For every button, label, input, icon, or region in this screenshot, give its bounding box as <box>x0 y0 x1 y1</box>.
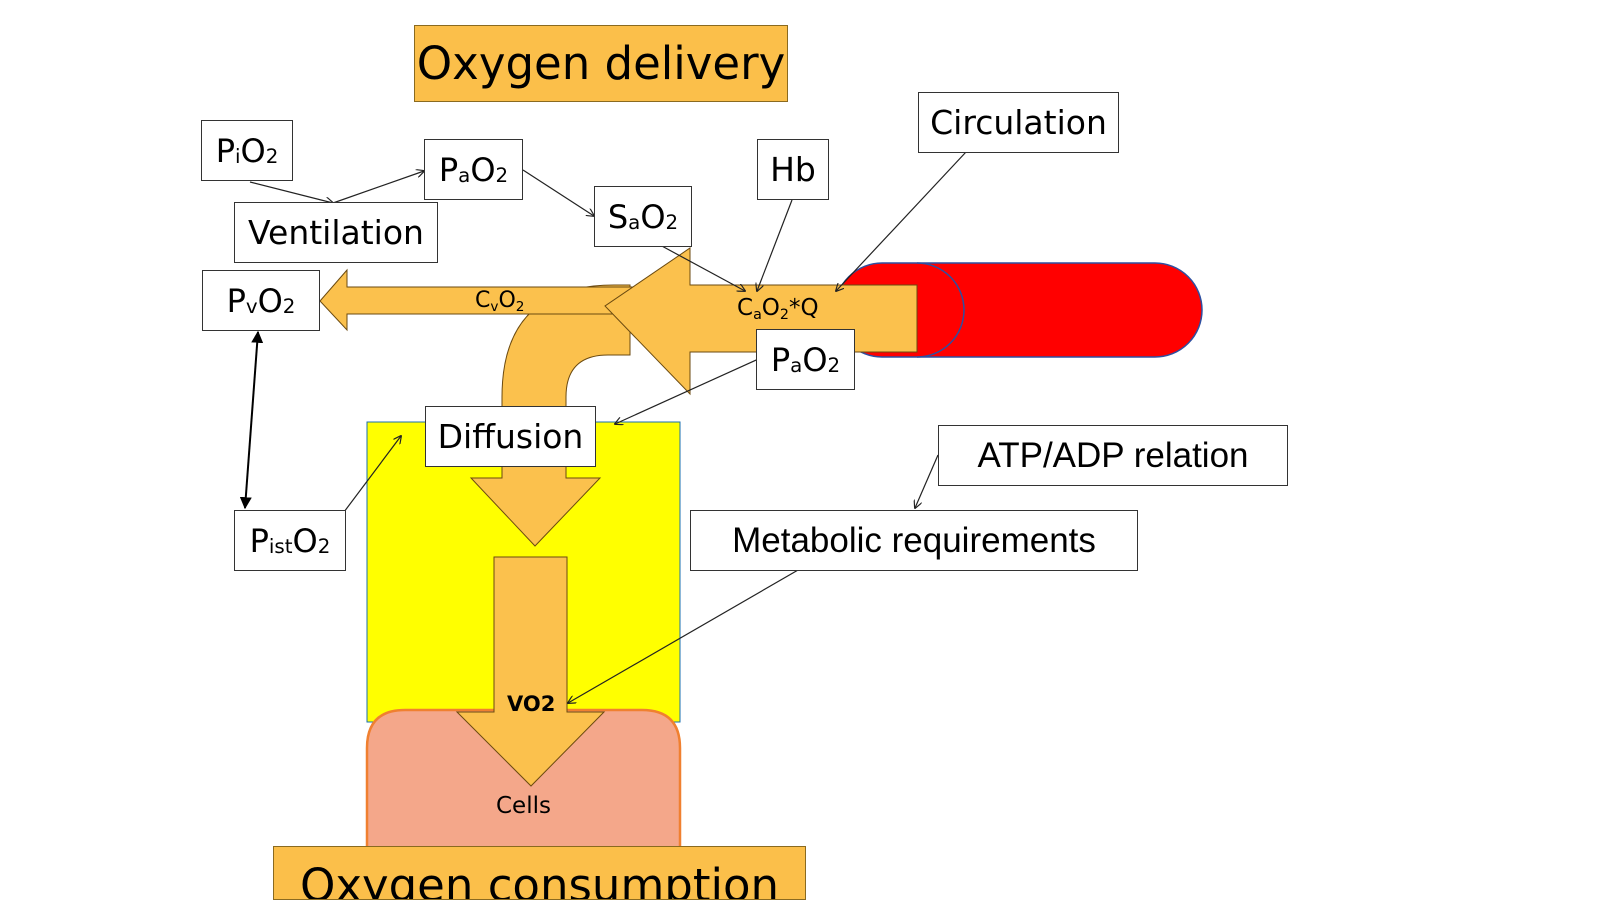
pao2-to-sao2-line <box>522 169 594 216</box>
cao2q-arrow <box>604 247 918 396</box>
oxygen-delivery-text: Oxygen delivery <box>416 37 786 90</box>
circulation-to-cao2q-line <box>836 151 967 291</box>
oxygen-consumption-title: Oxygen consumption <box>273 846 806 900</box>
cao2q-label: CaO2*Q <box>737 295 819 323</box>
atp-to-metabolic-line <box>915 454 939 508</box>
ventilation-to-pao2-line <box>332 171 424 204</box>
pisto2-to-tissue-line <box>343 436 401 513</box>
sao2-to-cao2q-line <box>659 244 745 291</box>
oxygen-consumption-text: Oxygen consumption <box>299 859 780 900</box>
pvo2-pisto2-double-line <box>239 330 264 510</box>
oxygen-delivery-title: Oxygen delivery <box>414 25 788 102</box>
cells-label: Cells <box>496 793 551 819</box>
pao2-to-diffusion-line <box>615 355 766 424</box>
metabolic-to-vo2-line <box>568 565 806 703</box>
cvo2-arrow <box>319 268 633 332</box>
vo2-label: VO2 <box>507 692 556 716</box>
metabolic-requirements-box: Metabolic requirements <box>690 510 1138 571</box>
pio2-to-ventilation-line <box>249 181 333 203</box>
vessel-inner-edge <box>916 262 965 358</box>
cvo2-label: CvO2 <box>475 288 525 315</box>
hb-to-cao2q-line <box>757 199 793 291</box>
diffusion-box: Diffusion <box>425 406 596 467</box>
vo2-arrow <box>455 556 606 787</box>
atp-adp-box: ATP/ADP relation <box>938 425 1288 486</box>
hb-box: Hb <box>757 139 829 200</box>
ventilation-box: Ventilation <box>234 202 438 263</box>
circulation-box: Circulation <box>918 92 1119 153</box>
